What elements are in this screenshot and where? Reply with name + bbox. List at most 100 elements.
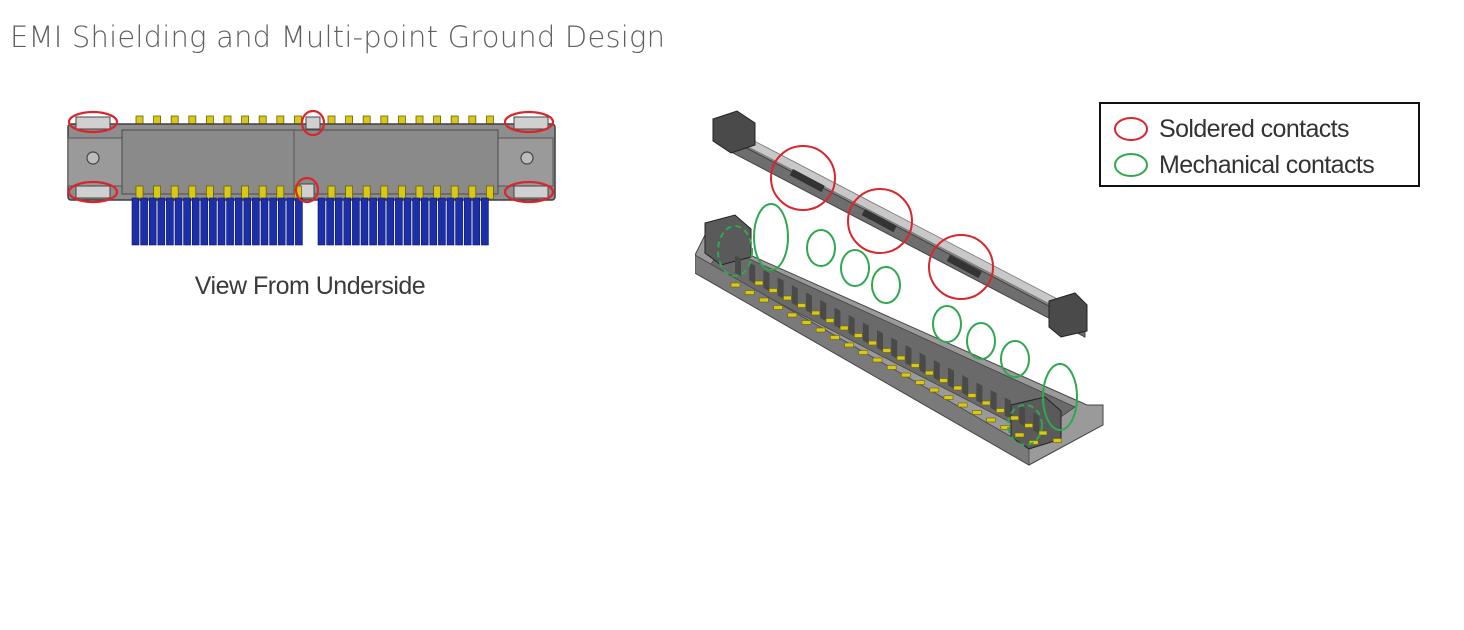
receptacle-pin bbox=[811, 310, 821, 316]
blue-lead bbox=[429, 197, 438, 246]
receptacle-pin bbox=[981, 400, 991, 406]
pin-bottom bbox=[205, 185, 214, 200]
receptacle-contact bbox=[1033, 412, 1040, 434]
blue-lead bbox=[200, 197, 209, 246]
blue-lead bbox=[140, 197, 148, 246]
receptacle-pin bbox=[910, 363, 920, 368]
receptacle-contact bbox=[735, 254, 741, 277]
legend-label-mechanical: Mechanical contacts bbox=[1159, 150, 1375, 179]
receptacle-contact bbox=[1004, 397, 1011, 419]
receptacle-pin bbox=[783, 295, 792, 301]
blue-lead bbox=[191, 197, 200, 246]
receptacle-contact bbox=[749, 262, 756, 284]
receptacle-contact bbox=[791, 285, 798, 307]
blue-lead bbox=[343, 197, 352, 246]
receptacle-pin bbox=[797, 303, 806, 308]
pin-bottom bbox=[362, 185, 371, 200]
receptacle-contact bbox=[919, 352, 926, 374]
receptacle-pin bbox=[957, 402, 968, 408]
connector-underside-figure bbox=[67, 109, 556, 246]
pin-bottom bbox=[153, 185, 161, 200]
receptacle-contact bbox=[962, 375, 969, 397]
receptacle-pin bbox=[896, 355, 906, 361]
receptacle-pin bbox=[787, 312, 798, 318]
receptacle-contact bbox=[1019, 405, 1025, 427]
top-pin-row bbox=[135, 115, 494, 128]
receptacle-contact bbox=[848, 315, 855, 337]
blue-lead bbox=[157, 197, 166, 246]
receptacle-pin bbox=[1038, 430, 1048, 436]
blue-lead bbox=[226, 197, 234, 246]
receptacle-pin bbox=[1000, 425, 1011, 430]
receptacle-pin bbox=[868, 340, 877, 346]
blue-lead-block bbox=[131, 197, 489, 246]
receptacle-pin bbox=[929, 387, 940, 393]
pin-bottom bbox=[188, 185, 197, 200]
receptacle-pin bbox=[882, 348, 892, 353]
receptacle-yellow-pins bbox=[730, 280, 1062, 445]
blue-lead bbox=[369, 197, 377, 246]
receptacle-contact bbox=[948, 367, 954, 389]
blue-lead bbox=[295, 197, 303, 246]
receptacle-pin bbox=[1014, 432, 1025, 438]
receptacle-pin bbox=[1052, 438, 1062, 443]
pin-bottom bbox=[468, 185, 477, 200]
receptacle-pin bbox=[939, 378, 948, 383]
blue-lead bbox=[252, 197, 260, 246]
pin-bottom bbox=[327, 185, 336, 200]
pin-bottom bbox=[450, 185, 459, 200]
blue-lead bbox=[166, 197, 174, 246]
blue-lead bbox=[277, 197, 286, 246]
green-circle-icon bbox=[1114, 153, 1148, 177]
receptacle-pin bbox=[967, 393, 977, 398]
blue-lead bbox=[148, 197, 157, 246]
pin-bottom bbox=[276, 185, 285, 200]
page-title: EMI Shielding and Multi-point Ground Des… bbox=[10, 20, 666, 54]
pin-bottom bbox=[433, 185, 442, 200]
receptacle-contact bbox=[891, 337, 898, 359]
receptacle-contact bbox=[877, 330, 883, 352]
soldered-contact-markers bbox=[67, 109, 555, 204]
receptacle-pin bbox=[825, 318, 835, 323]
blue-lead bbox=[352, 197, 360, 246]
pin-bottom bbox=[135, 185, 144, 200]
blue-lead bbox=[334, 197, 343, 246]
pin-bottom bbox=[345, 185, 354, 200]
receptacle-pin bbox=[925, 370, 934, 376]
receptacle-pin bbox=[773, 305, 783, 310]
mechanical-contact-markers-iso bbox=[717, 203, 1078, 446]
blue-lead bbox=[438, 197, 446, 246]
receptacle-pin bbox=[996, 408, 1005, 413]
blue-lead bbox=[446, 197, 455, 246]
pin-bottom bbox=[258, 185, 267, 200]
receptacle-pin bbox=[730, 282, 741, 288]
connector-isometric-figure bbox=[695, 110, 1104, 466]
receptacle-contact bbox=[834, 307, 841, 329]
receptacle-contact bbox=[806, 292, 812, 314]
pin-bottom bbox=[241, 185, 250, 200]
blue-lead bbox=[463, 197, 472, 246]
pin-bottom bbox=[485, 185, 494, 200]
blue-lead bbox=[243, 197, 252, 246]
receptacle-pin bbox=[943, 395, 954, 400]
receptacle-contact bbox=[976, 382, 983, 404]
receptacle-pin bbox=[1024, 423, 1034, 428]
blue-lead bbox=[131, 197, 140, 246]
receptacle-contact bbox=[763, 270, 770, 292]
receptacle-contact bbox=[862, 322, 869, 344]
blue-lead bbox=[420, 197, 429, 246]
pin-bottom bbox=[397, 185, 406, 200]
blue-lead bbox=[412, 197, 420, 246]
receptacle-pin bbox=[768, 288, 778, 293]
blue-lead bbox=[377, 197, 386, 246]
blue-lead bbox=[217, 197, 226, 246]
receptacle-pin bbox=[844, 342, 854, 348]
receptacle-pin bbox=[872, 357, 883, 363]
pin-bottom bbox=[380, 185, 389, 200]
soldered-contact-markers-iso bbox=[770, 145, 994, 300]
pin-bottom bbox=[415, 185, 424, 200]
receptacle-pin bbox=[759, 297, 769, 303]
legend-item-soldered: Soldered contacts bbox=[1113, 114, 1350, 144]
receptacle-pin bbox=[1010, 415, 1019, 421]
blue-lead bbox=[326, 197, 334, 246]
